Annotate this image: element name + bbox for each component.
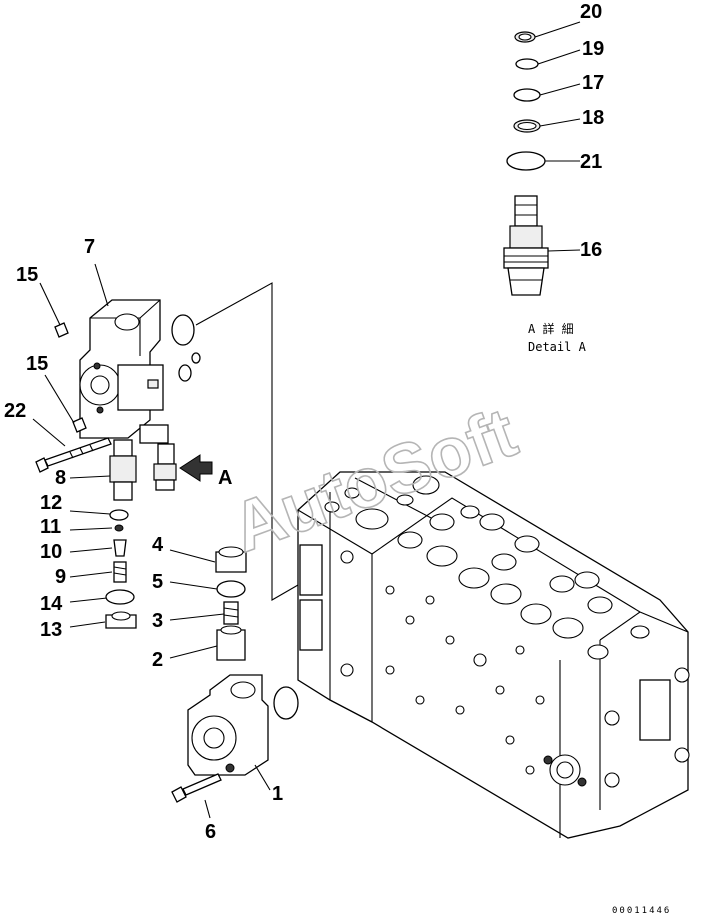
callout-16: 16 (580, 239, 602, 261)
part-21-oring (506, 151, 546, 171)
callout-18: 18 (582, 107, 604, 129)
part-12-oring (109, 509, 129, 521)
detail-a-caption-en: Detail A (528, 340, 587, 354)
callout-11: 11 (40, 516, 61, 538)
callout-2: 2 (152, 649, 163, 671)
callout-12: 12 (40, 492, 62, 514)
drawing-code: 00011446 (612, 906, 671, 916)
small-parts-9-14 (105, 509, 137, 629)
callout-14: 14 (40, 593, 63, 615)
part-14-oring (105, 589, 135, 605)
part-5-oring (216, 580, 246, 598)
callout-3: 3 (152, 610, 163, 632)
detail-a-caption-jp: A 詳 細 (528, 321, 574, 336)
callout-5: 5 (152, 571, 163, 593)
section-7-assembly (32, 263, 213, 628)
part-19-oring (515, 58, 539, 70)
callout-1: 1 (272, 783, 283, 805)
part-1-cover (187, 674, 269, 776)
callout-7: 7 (84, 236, 95, 258)
parts-1-6 (169, 546, 299, 819)
part-3-spring (223, 601, 239, 625)
part-6-bolt (171, 773, 222, 803)
part-9-spring (113, 561, 127, 583)
callout-9: 9 (55, 566, 66, 588)
view-a-label: A (218, 467, 232, 489)
cover-oring (273, 686, 299, 720)
callout-19: 19 (582, 38, 604, 60)
detail-a-parts (503, 21, 581, 296)
reference-lines (195, 282, 299, 601)
part-10-poppet (113, 539, 127, 557)
callout-17: 17 (582, 72, 604, 94)
part-17-oring (513, 88, 541, 102)
callout-10: 10 (40, 541, 62, 563)
callout-4: 4 (152, 534, 164, 556)
part-22-bolt (35, 437, 112, 473)
callout-numbers: 20 19 17 18 21 16 7 15 15 22 8 12 11 10 … (4, 1, 604, 843)
callout-15b: 15 (26, 353, 48, 375)
part-15-plug-a (54, 322, 69, 338)
part-8-spool (109, 439, 137, 501)
part-16-relief-valve (503, 195, 549, 296)
callout-20: 20 (580, 1, 602, 23)
callout-8: 8 (55, 467, 66, 489)
view-a-arrow (179, 454, 213, 482)
callout-22: 22 (4, 400, 26, 422)
main-valve-block (297, 471, 690, 839)
part-15-plug-b (72, 417, 87, 433)
callout-13: 13 (40, 619, 62, 641)
callout-21: 21 (580, 151, 602, 173)
detail-a-valve-callout (153, 443, 177, 491)
callout-15a: 15 (16, 264, 38, 286)
part-11-ball (114, 524, 124, 532)
callout-6: 6 (205, 821, 216, 843)
